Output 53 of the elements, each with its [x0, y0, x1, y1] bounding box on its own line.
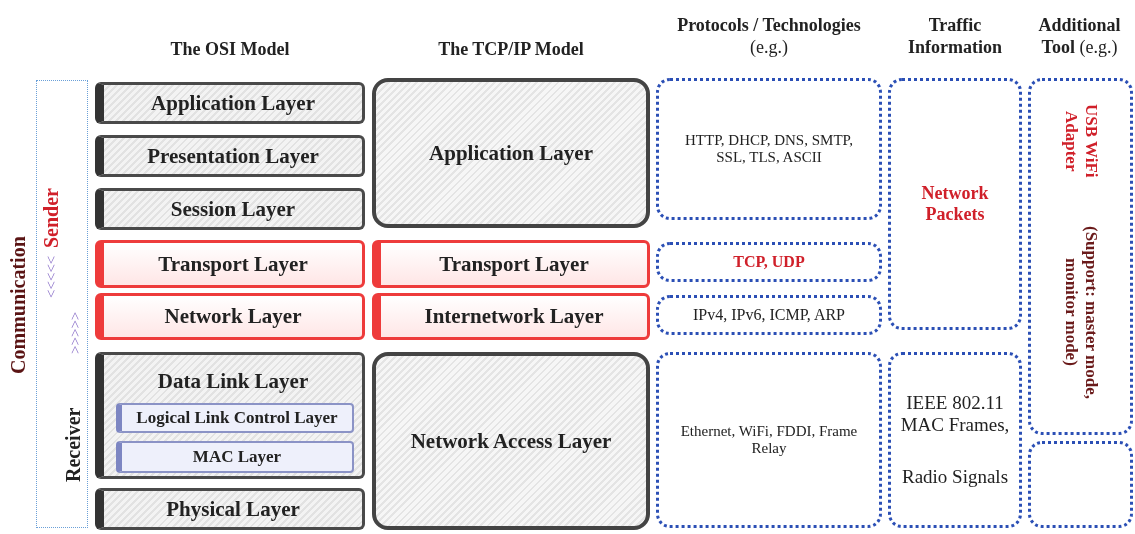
- column-heading: Traffic Information: [907, 14, 1003, 58]
- layer-box: [95, 82, 365, 124]
- layer-name: Logical Link Control Layer: [136, 408, 338, 428]
- info-box: [656, 78, 882, 220]
- layer-box: [95, 293, 365, 340]
- empty-box: [1028, 441, 1133, 528]
- layer-box: [372, 78, 650, 228]
- sublayer-box: [116, 441, 354, 473]
- info-box: [656, 295, 882, 335]
- layer-box: [372, 240, 650, 288]
- direction-arrows: <<<<<: [41, 254, 60, 301]
- info-text: USB WiFi Adapter: [1060, 102, 1101, 180]
- layer-name: Network Access Layer: [410, 428, 612, 454]
- layer-box: [95, 352, 365, 479]
- info-text: Radio Signals: [901, 466, 1009, 488]
- layer-name: Application Layer: [151, 90, 315, 116]
- layer-box: [95, 240, 365, 288]
- layer-box: [95, 488, 365, 530]
- layer-box: [95, 188, 365, 230]
- column-heading: Protocols / Technologies (e.g.): [676, 14, 862, 58]
- layer-box: [372, 352, 650, 530]
- info-text: IPv4, IPv6, ICMP, ARP: [692, 306, 845, 324]
- info-box: [656, 242, 882, 282]
- column-heading: Additional Tool (e.g.): [1037, 14, 1122, 58]
- layer-name: Transport Layer: [158, 251, 308, 277]
- info-box: [656, 352, 882, 528]
- info-text: TCP, UDP: [733, 253, 805, 271]
- layer-name: Presentation Layer: [147, 143, 319, 169]
- side-label: Receiver: [62, 406, 84, 485]
- info-text: HTTP, DHCP, DNS, SMTP, SSL, TLS, ASCII: [684, 132, 854, 166]
- direction-arrows: >>>>>: [65, 310, 84, 357]
- column-heading: The OSI Model: [169, 38, 291, 60]
- info-text: Ethernet, WiFi, FDDI, Frame Relay: [679, 423, 859, 457]
- info-box: [888, 78, 1022, 330]
- column-heading: The TCP/IP Model: [437, 38, 585, 60]
- layer-name: Transport Layer: [439, 251, 589, 277]
- layer-name: Physical Layer: [166, 496, 300, 522]
- info-box: [888, 352, 1022, 528]
- info-box: [1028, 78, 1133, 435]
- layer-name: MAC Layer: [192, 447, 282, 467]
- layer-name: Internetwork Layer: [424, 304, 604, 329]
- layer-name: Session Layer: [170, 196, 296, 222]
- info-text: Network Packets: [920, 183, 990, 225]
- layer-name: Data Link Layer: [157, 369, 309, 394]
- layer-name: Network Layer: [164, 304, 302, 329]
- info-text: IEEE 802.11 MAC Frames,: [899, 392, 1011, 436]
- layer-name: Application Layer: [429, 140, 593, 166]
- sublayer-box: [116, 403, 354, 433]
- layer-box: [95, 135, 365, 177]
- side-label: Sender: [40, 188, 62, 248]
- info-text: (Support: master mode, monitor mode): [1060, 224, 1101, 401]
- side-label: Communication: [5, 235, 30, 376]
- layer-box: [372, 293, 650, 340]
